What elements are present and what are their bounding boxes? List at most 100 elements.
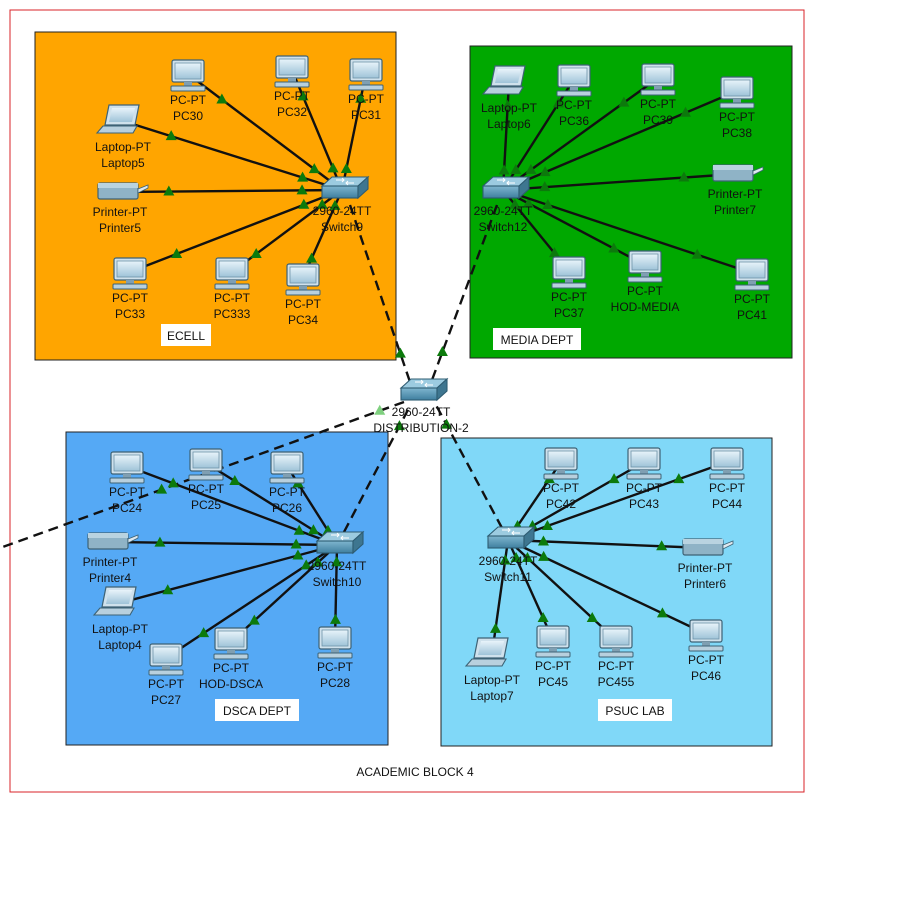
- link-status-indicator: [509, 198, 521, 209]
- pc-icon: [626, 447, 662, 480]
- printer-icon: [682, 538, 734, 556]
- device-pc28-name-label: PC28: [320, 676, 350, 690]
- link-status-indicator: [525, 163, 537, 174]
- link-status-indicator: [539, 181, 551, 192]
- uplink-indicator: [156, 483, 168, 494]
- zone-psuc[interactable]: PSUC LAB: [440, 437, 773, 747]
- device-pc27[interactable]: PC-PT PC27: [148, 643, 185, 707]
- link-status-indicator: [154, 536, 166, 547]
- pc-icon: [627, 250, 663, 283]
- link-status-indicator: [216, 93, 228, 104]
- link-status-indicator: [541, 519, 553, 530]
- link-status-indicator: [163, 185, 175, 196]
- device-pc455[interactable]: PC-PT PC455: [598, 625, 635, 689]
- device-pc39-type-label: PC-PT: [640, 97, 677, 111]
- uplink-indicator: [374, 404, 386, 415]
- link-status-indicator: [293, 524, 305, 535]
- link-status-indicator: [537, 535, 549, 546]
- device-pc41-type-label: PC-PT: [734, 292, 771, 306]
- device-pc30-type-label: PC-PT: [170, 93, 207, 107]
- link-status-indicator: [331, 556, 343, 567]
- device-pc30[interactable]: PC-PT PC30: [170, 59, 207, 123]
- device-pc30-name-label: PC30: [173, 109, 203, 123]
- device-laptop5-name-label: Laptop5: [101, 156, 145, 170]
- device-printer6-type-label: Printer-PT: [678, 561, 733, 575]
- link-status-indicator: [296, 184, 308, 195]
- access-link[interactable]: [119, 543, 338, 605]
- device-printer4-type-label: Printer-PT: [83, 555, 138, 569]
- link-status-indicator: [539, 166, 551, 177]
- switch-switch11-name-label: Switch11: [484, 570, 532, 584]
- device-pc26-type-label: PC-PT: [269, 485, 306, 499]
- device-pc27-name-label: PC27: [151, 693, 181, 707]
- printer-icon: [87, 532, 139, 550]
- zone-dsca[interactable]: DSCA DEPT: [65, 431, 389, 746]
- link-status-indicator: [250, 247, 262, 258]
- device-pc27-type-label: PC-PT: [148, 677, 185, 691]
- device-pc24-type-label: PC-PT: [109, 485, 146, 499]
- trunk-link-indicator: [393, 420, 405, 431]
- link-status-indicator: [537, 612, 549, 622]
- trunk-link-indicator: [394, 347, 406, 358]
- device-printer5-name-label: Printer5: [99, 221, 141, 235]
- link-status-indicator: [510, 164, 522, 175]
- link-status-indicator: [691, 248, 703, 259]
- link-status-indicator: [298, 198, 310, 209]
- device-pc455-type-label: PC-PT: [598, 659, 635, 673]
- access-link[interactable]: [507, 538, 707, 636]
- device-printer5[interactable]: Printer-PT Printer5: [93, 182, 149, 235]
- device-printer5-type-label: Printer-PT: [93, 205, 148, 219]
- pc-icon: [109, 451, 145, 484]
- access-link[interactable]: [502, 188, 753, 275]
- printer-icon: [712, 164, 764, 182]
- device-laptop7-type-label: Laptop-PT: [464, 673, 521, 687]
- device-laptop4-name-label: Laptop4: [98, 638, 142, 652]
- pc-icon: [709, 447, 745, 480]
- switch-switch12-name-label: Switch12: [479, 220, 528, 234]
- device-pc46-type-label: PC-PT: [688, 653, 725, 667]
- device-pc32-name-label: PC32: [277, 105, 307, 119]
- laptop-icon: [95, 104, 140, 134]
- pc-icon: [317, 626, 353, 659]
- link-status-indicator: [316, 198, 328, 209]
- pc-icon: [188, 448, 224, 481]
- device-pc455-name-label: PC455: [598, 675, 635, 689]
- trunk-link-indicator: [441, 418, 453, 429]
- device-pc43-name-label: PC43: [629, 497, 659, 511]
- access-link[interactable]: [129, 188, 343, 274]
